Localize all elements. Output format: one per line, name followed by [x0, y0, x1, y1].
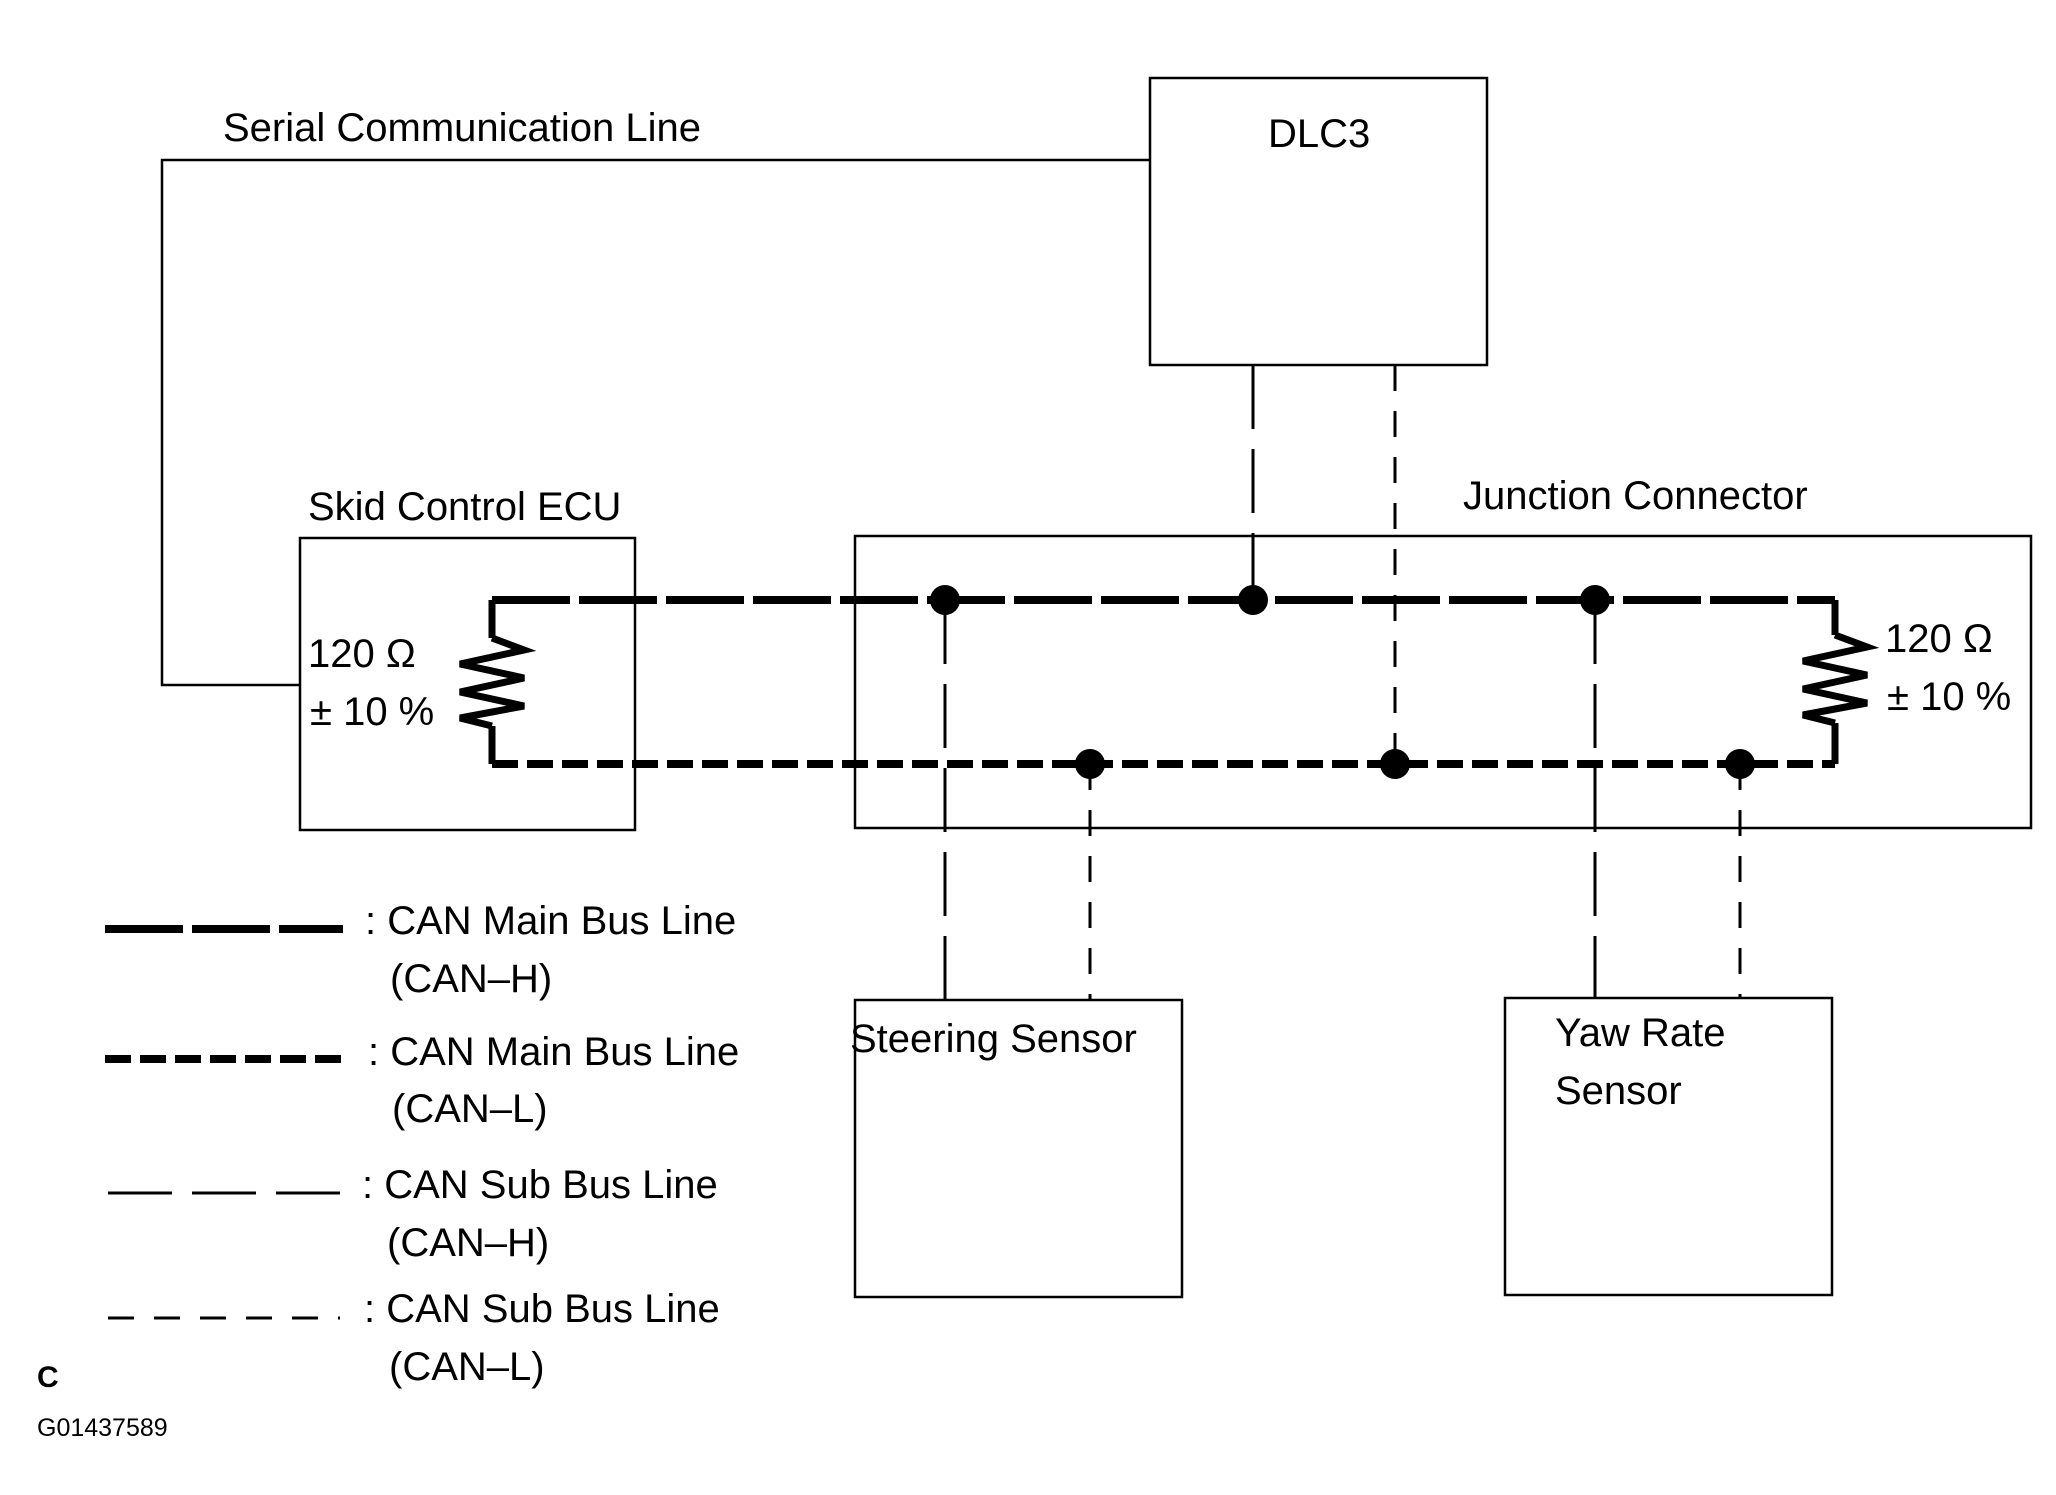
legend-label-main-l: : CAN Main Bus Line — [368, 1030, 739, 1074]
steering-sensor-label: Steering Sensor — [850, 1017, 1137, 1061]
right-resistor-value: 120 Ω — [1885, 617, 1993, 661]
left-resistor-tolerance: ± 10 % — [310, 690, 434, 734]
serial-communication-line — [160, 158, 1150, 687]
yaw-rate-sensor-label-line1: Yaw Rate — [1555, 1011, 1725, 1055]
legend-label-sub-h: : CAN Sub Bus Line — [362, 1163, 718, 1207]
node-dlc3-can-l — [1380, 749, 1410, 779]
legend-label-sub-l: : CAN Sub Bus Line — [364, 1287, 720, 1331]
right-terminator-resistor — [1802, 631, 1880, 727]
junction-connector-box — [853, 534, 2033, 830]
legend-sublabel-sub-h: (CAN–H) — [387, 1221, 549, 1265]
legend-label-main-h: : CAN Main Bus Line — [365, 899, 736, 943]
steering-sensor-box — [853, 998, 1184, 1299]
right-resistor-tolerance: ± 10 % — [1887, 675, 2011, 719]
legend-sublabel-sub-l: (CAN–L) — [389, 1345, 545, 1389]
node-dlc3-can-h — [1238, 585, 1268, 615]
serial-line-label: Serial Communication Line — [223, 106, 701, 150]
dlc3-box — [1148, 76, 1489, 367]
yaw-rate-sensor-label-line2: Sensor — [1555, 1069, 1682, 1113]
corner-letter: C — [37, 1361, 59, 1394]
node-yaw-can-h — [1580, 585, 1610, 615]
figure-code: G01437589 — [37, 1414, 168, 1442]
node-yaw-can-l — [1725, 749, 1755, 779]
legend: : CAN Main Bus Line (CAN–H) : CAN Main B… — [105, 899, 739, 1389]
skid-control-ecu-box — [298, 536, 637, 832]
legend-sublabel-main-h: (CAN–H) — [390, 957, 552, 1001]
yaw-rate-sensor-box — [1503, 996, 1834, 1297]
left-resistor-value: 120 Ω — [308, 632, 416, 676]
dlc3-label: DLC3 — [1268, 112, 1370, 156]
left-terminator-resistor — [459, 634, 537, 730]
junction-connector-label: Junction Connector — [1463, 474, 1808, 518]
skid-control-ecu-label: Skid Control ECU — [308, 485, 621, 529]
legend-sublabel-main-l: (CAN–L) — [392, 1087, 548, 1131]
node-steering-can-l — [1075, 749, 1105, 779]
node-steering-can-h — [930, 585, 960, 615]
